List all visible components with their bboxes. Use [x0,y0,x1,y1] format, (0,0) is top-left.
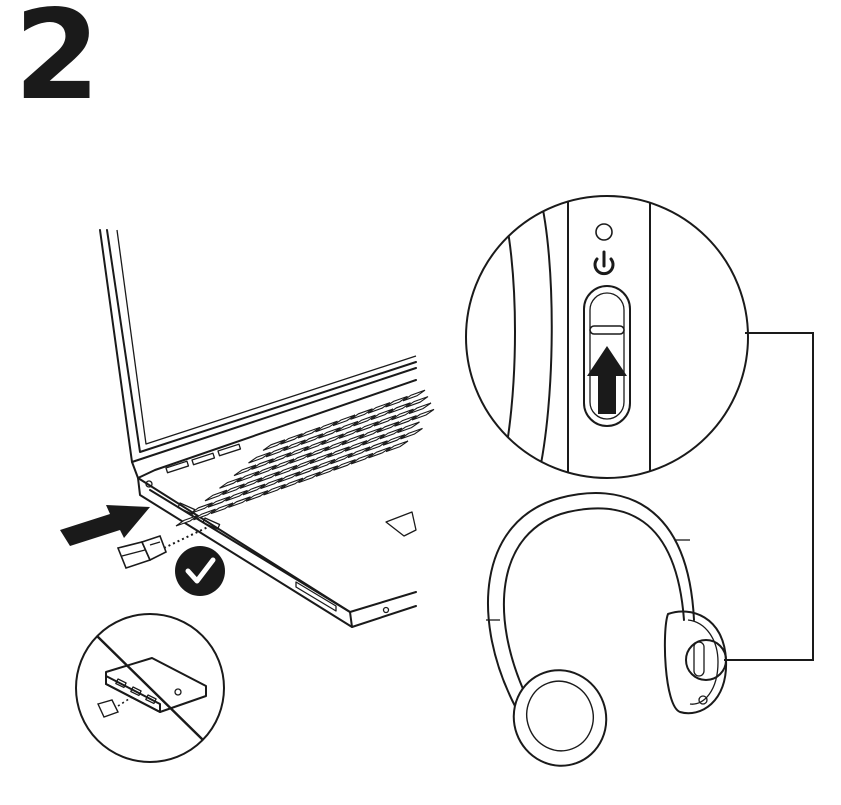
power-slider-knob [590,326,624,334]
laptop-power-led [384,608,389,613]
laptop-vents [166,444,240,473]
laptop [100,230,434,627]
usb-receiver [118,536,166,568]
wireless-headset [486,493,726,779]
right-ear-cup [665,611,726,713]
switch-highlight-ring [686,640,726,680]
status-led [596,224,612,240]
power-switch-callout [466,196,748,478]
usb-hub-prohibited-inset [76,614,224,762]
callout-leader-line [724,333,813,660]
checkmark-icon [175,546,225,596]
insert-arrow-icon [60,505,150,546]
power-icon [595,252,613,274]
laptop-touchpad [386,512,416,536]
insertion-guide-line [164,526,210,548]
